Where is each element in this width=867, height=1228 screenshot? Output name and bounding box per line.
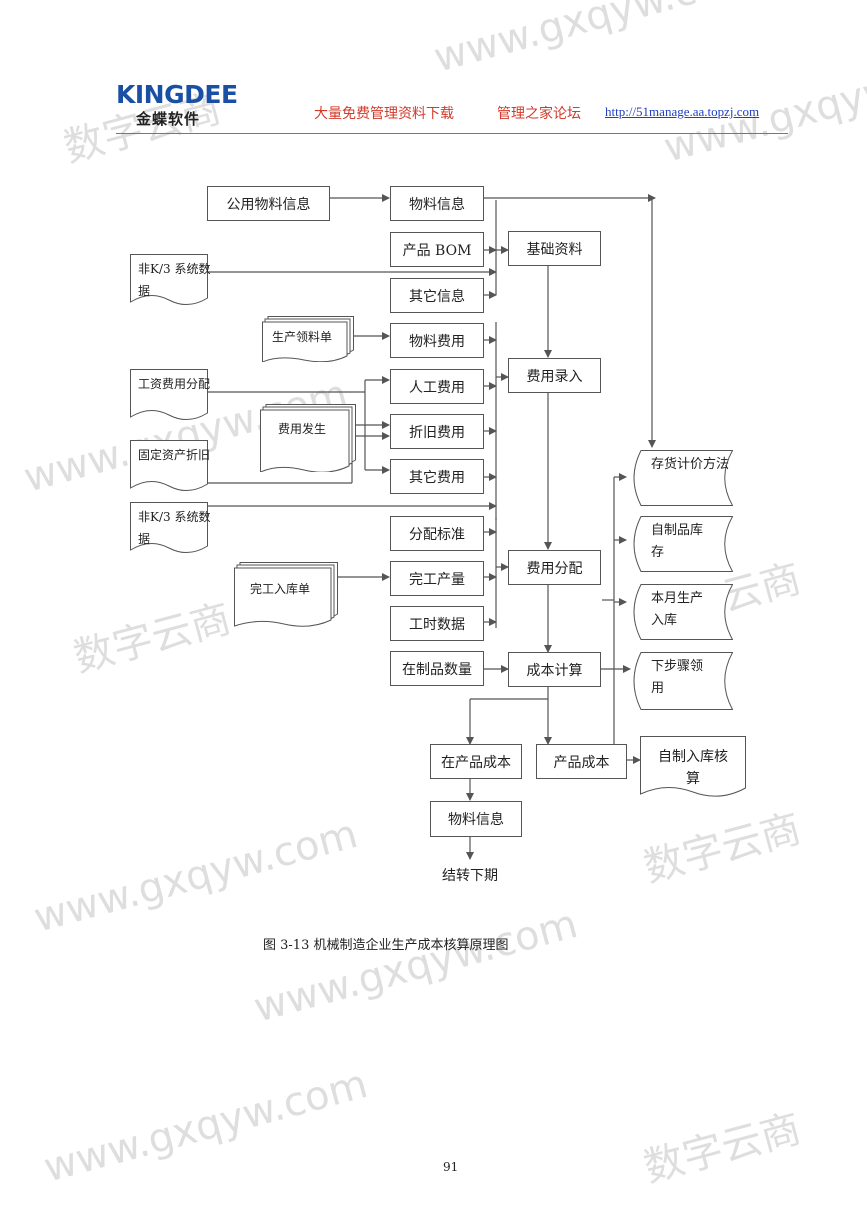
node-next-step-pick: 下步骤领用 [627, 652, 733, 710]
node-product-cost: 产品成本 [536, 744, 627, 779]
stored-data-icon [633, 450, 733, 506]
kingdee-logo: KINGDEE [116, 80, 238, 109]
header-divider [116, 133, 788, 134]
node-finished-output: 完工产量 [390, 561, 484, 596]
node-material-info-2: 物料信息 [430, 801, 522, 837]
multi-document-icon [260, 404, 356, 472]
node-material-cost: 物料费用 [390, 323, 484, 358]
node-depr-cost: 折旧费用 [390, 414, 484, 449]
document-shape-icon [130, 254, 208, 305]
node-cost-calc: 成本计算 [508, 652, 601, 687]
node-cost-alloc: 费用分配 [508, 550, 601, 585]
document-shape-icon [640, 736, 746, 797]
node-wage-alloc: 工资费用分配 [130, 369, 210, 423]
stored-data-icon [633, 652, 733, 710]
document-shape-icon [130, 369, 208, 420]
kingdee-logo-cn: 金蝶软件 [136, 110, 201, 128]
node-product-bom: 产品 BOM [390, 232, 484, 267]
node-other-info: 其它信息 [390, 278, 484, 313]
header-slogan: 大量免费管理资料下载 [314, 106, 454, 122]
node-nonk3-data-2: 非K/3 系统数据 [130, 502, 210, 556]
node-wip-qty: 在制品数量 [390, 651, 484, 686]
node-inv-pricing: 存货计价方法 [627, 450, 733, 506]
multi-document-icon [262, 316, 354, 362]
node-alloc-std: 分配标准 [390, 516, 484, 551]
node-wip-cost: 在产品成本 [430, 744, 522, 779]
node-self-made-in: 自制入库核算 [640, 736, 746, 800]
page-number: 91 [443, 1160, 459, 1174]
node-cost-entry: 费用录入 [508, 358, 601, 393]
stored-data-icon [633, 516, 733, 572]
node-finished-receipt: 完工入库单 [234, 562, 338, 628]
node-nonk3-data-1: 非K/3 系统数据 [130, 254, 210, 308]
multi-document-icon [234, 562, 338, 627]
node-month-prod-in: 本月生产入库 [627, 584, 733, 640]
document-shape-icon [130, 440, 208, 491]
stored-data-icon [633, 584, 733, 640]
header-forum: 管理之家论坛 [497, 106, 581, 122]
node-self-made-stock: 自制品库存 [627, 516, 733, 572]
node-labor-cost: 人工费用 [390, 369, 484, 404]
node-fixed-asset: 固定资产折旧 [130, 440, 210, 494]
header-url-link[interactable]: http://51manage.aa.topzj.com [605, 104, 760, 119]
node-base-data: 基础资料 [508, 231, 601, 266]
document-shape-icon [130, 502, 208, 553]
node-public-material: 公用物料信息 [207, 186, 330, 221]
figure-caption: 图 3-13 机械制造企业生产成本核算原理图 [263, 938, 509, 953]
node-material-info: 物料信息 [390, 186, 484, 221]
node-other-cost: 其它费用 [390, 459, 484, 494]
node-prod-pick: 生产领料单 [262, 316, 354, 362]
node-expense-incur: 费用发生 [260, 404, 356, 472]
node-hours-data: 工时数据 [390, 606, 484, 641]
node-carry-forward: 结转下期 [442, 868, 498, 884]
